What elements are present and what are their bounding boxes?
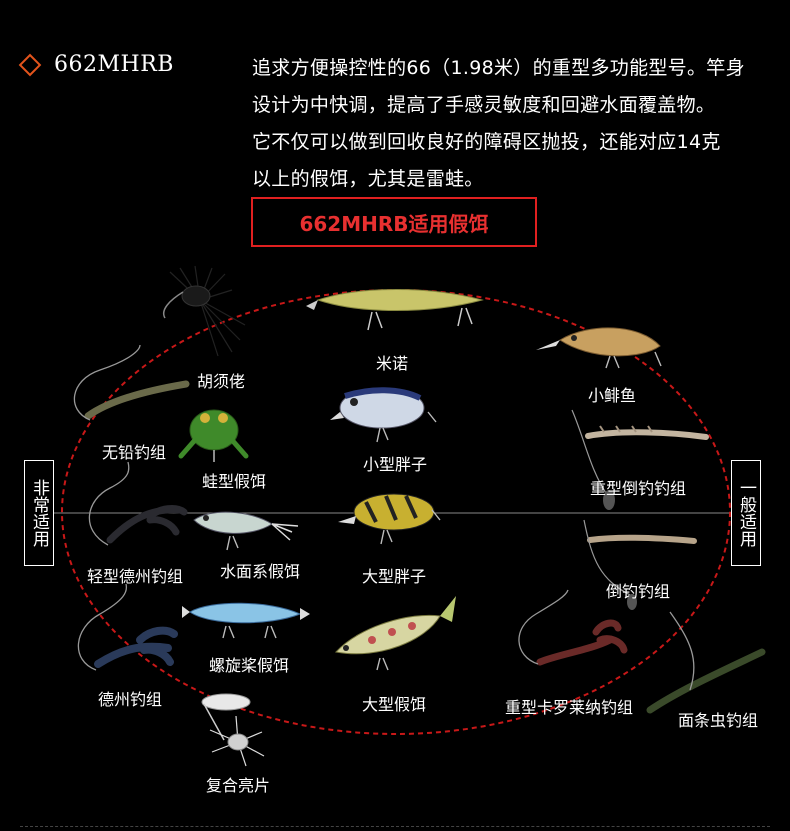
minnow-icon [306,289,484,331]
generally-suitable-label: 一般适用 [731,460,761,566]
large-crankbait-icon [338,493,441,545]
description-line: 设计为中快调，提高了手感灵敏度和回避水面覆盖物。 [252,94,716,116]
lure-label: 倒钓钓组 [605,582,671,601]
lure-label: 大型假饵 [361,695,427,714]
carolina-rig-icon [518,589,628,666]
dashed-ellipse [61,289,731,735]
lure-label: 重型倒钓钓组 [589,479,687,498]
lure-label: 轻型德州钓组 [86,567,184,586]
lure-label: 无铅钓组 [101,443,167,462]
lure-label: 米诺 [375,354,409,373]
lure-label: 复合亮片 [205,776,271,795]
lure-label: 德州钓组 [97,690,163,709]
frog-icon [178,409,249,462]
lure-label: 水面系假饵 [219,562,301,581]
shad-icon [536,327,662,369]
lure-label: 大型胖子 [361,567,427,586]
lure-label: 面条虫钓组 [677,711,759,730]
spinnerbait-icon [201,693,265,767]
model-header: 662MHRB [18,52,174,77]
lure-label: 胡须佬 [196,372,246,391]
lure-label: 蛙型假饵 [201,472,267,491]
lure-label: 小型胖子 [362,455,428,474]
texas-rig-icon [77,583,178,671]
jig-icon [163,265,246,357]
description-line: 以上的假饵，尤其是雷蛙。 [252,168,484,190]
description-line: 它不仅可以做到回收良好的障碍区抛投，还能对应14克 [252,131,721,153]
noodle-worm-icon [646,611,766,714]
lure-label: 重型卡罗莱纳钓组 [504,698,634,717]
prop-bait-icon [182,602,310,639]
bottom-divider [20,826,770,827]
swimbait-icon [335,596,456,671]
small-crankbait-icon [330,387,437,443]
model-name: 662MHRB [54,52,174,77]
description-line: 追求方便操控性的66（1.98米）的重型多功能型号。竿身 [252,57,745,79]
model-description: 追求方便操控性的66（1.98米）的重型多功能型号。竿身 设计为中快调，提高了手… [252,50,772,198]
lure-label: 小鲱鱼 [587,386,637,405]
topwater-icon [193,511,299,551]
very-suitable-label: 非常适用 [24,460,54,566]
dropshot-icon [583,519,697,610]
lure-section-title: 662MHRB适用假饵 [251,197,537,247]
lure-label: 螺旋桨假饵 [208,656,290,675]
heavy-dropshot-icon [571,409,709,510]
weightless-rig-icon [73,344,190,421]
light-texas-rig-icon [88,461,188,546]
